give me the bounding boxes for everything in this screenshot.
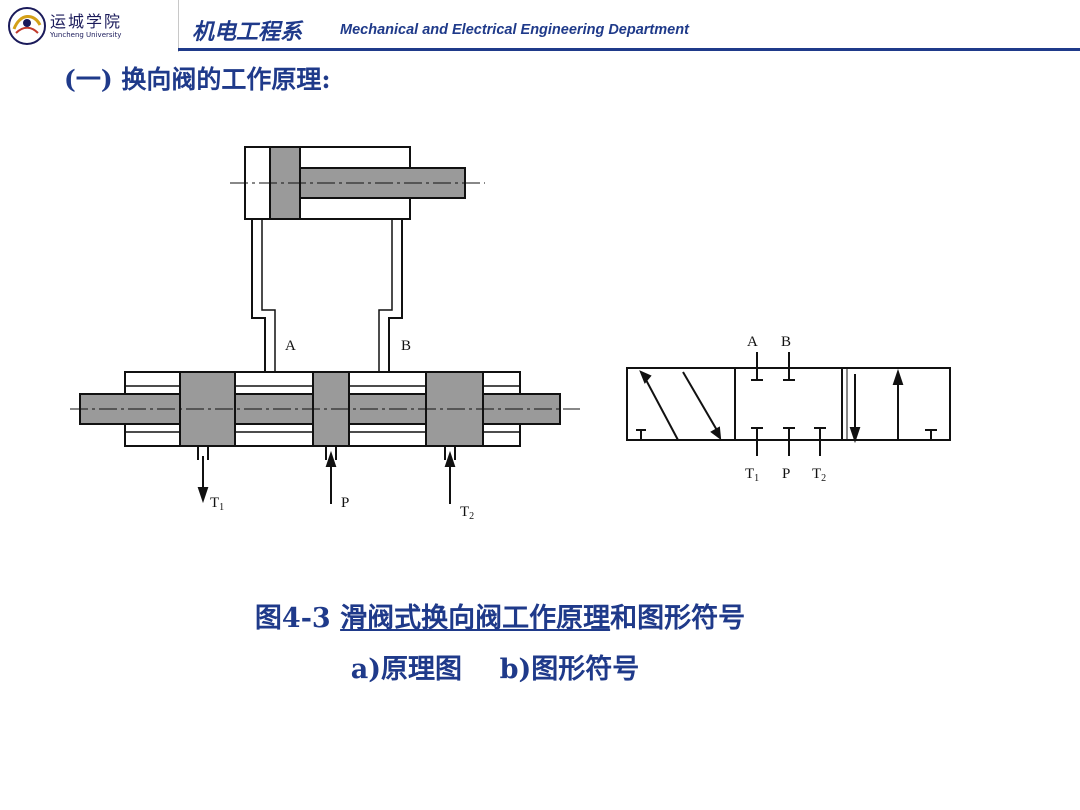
t2-arrow-icon bbox=[444, 450, 456, 467]
pipe-a-inner bbox=[261, 219, 276, 372]
figure-title-rest: 和图形符号 bbox=[610, 603, 746, 634]
university-logo: 运城学院 Yuncheng University bbox=[0, 0, 179, 52]
cross-arrow-1-icon bbox=[639, 370, 652, 384]
symbol-label-t1: T1 bbox=[745, 466, 759, 484]
header-divider bbox=[178, 48, 1080, 51]
pipe-b bbox=[388, 219, 403, 372]
logo-subtext: Yuncheng University bbox=[50, 31, 122, 39]
department-name-cn: 机电工程系 bbox=[192, 20, 303, 45]
graphic-symbol bbox=[626, 352, 951, 456]
figure-caption: 图4-3 滑阀式换向阀工作原理和图形符号 bbox=[0, 596, 1040, 635]
label-t2: T2 bbox=[460, 504, 474, 522]
symbol-label-t2: T2 bbox=[812, 466, 826, 484]
department-name-en: Mechanical and Electrical Engineering De… bbox=[340, 22, 689, 38]
cross-line-2 bbox=[682, 371, 719, 433]
valve-diagram: A B T1 P T2 A B T1 P T2 bbox=[70, 146, 951, 522]
figure-subcaption: a)原理图 b)图形符号 bbox=[0, 647, 1035, 686]
logo-text: 运城学院 bbox=[50, 12, 123, 31]
label-a: A bbox=[285, 338, 296, 354]
straight-arrow-1-icon bbox=[849, 427, 861, 444]
principle-diagram bbox=[70, 146, 580, 504]
t1-arrow-icon bbox=[197, 487, 209, 504]
header-bar: 运城学院 Yuncheng University 机电工程系 Mechanica… bbox=[0, 0, 1080, 52]
straight-arrow-2-icon bbox=[892, 368, 904, 385]
figure-number: 图4-3 bbox=[254, 603, 331, 634]
symbol-label-a: A bbox=[747, 334, 758, 350]
cross-arrow-2-icon bbox=[710, 426, 722, 441]
subcaption-a: a)原理图 bbox=[350, 654, 462, 685]
slide-title: (一) 换向阀的工作原理: bbox=[64, 65, 331, 94]
label-b: B bbox=[401, 338, 411, 354]
subcaption-b: b)图形符号 bbox=[499, 654, 640, 685]
cross-line-1 bbox=[644, 377, 679, 441]
university-emblem-icon bbox=[8, 7, 46, 45]
pipe-b-inner bbox=[378, 219, 393, 372]
figure-title-link[interactable]: 滑阀式换向阀工作原理 bbox=[340, 603, 611, 634]
label-p: P bbox=[341, 495, 349, 511]
symbol-label-p: P bbox=[782, 466, 790, 482]
pipe-a bbox=[251, 219, 266, 372]
label-t1: T1 bbox=[210, 495, 224, 513]
symbol-label-b: B bbox=[781, 334, 791, 350]
p-arrow-icon bbox=[325, 450, 337, 467]
